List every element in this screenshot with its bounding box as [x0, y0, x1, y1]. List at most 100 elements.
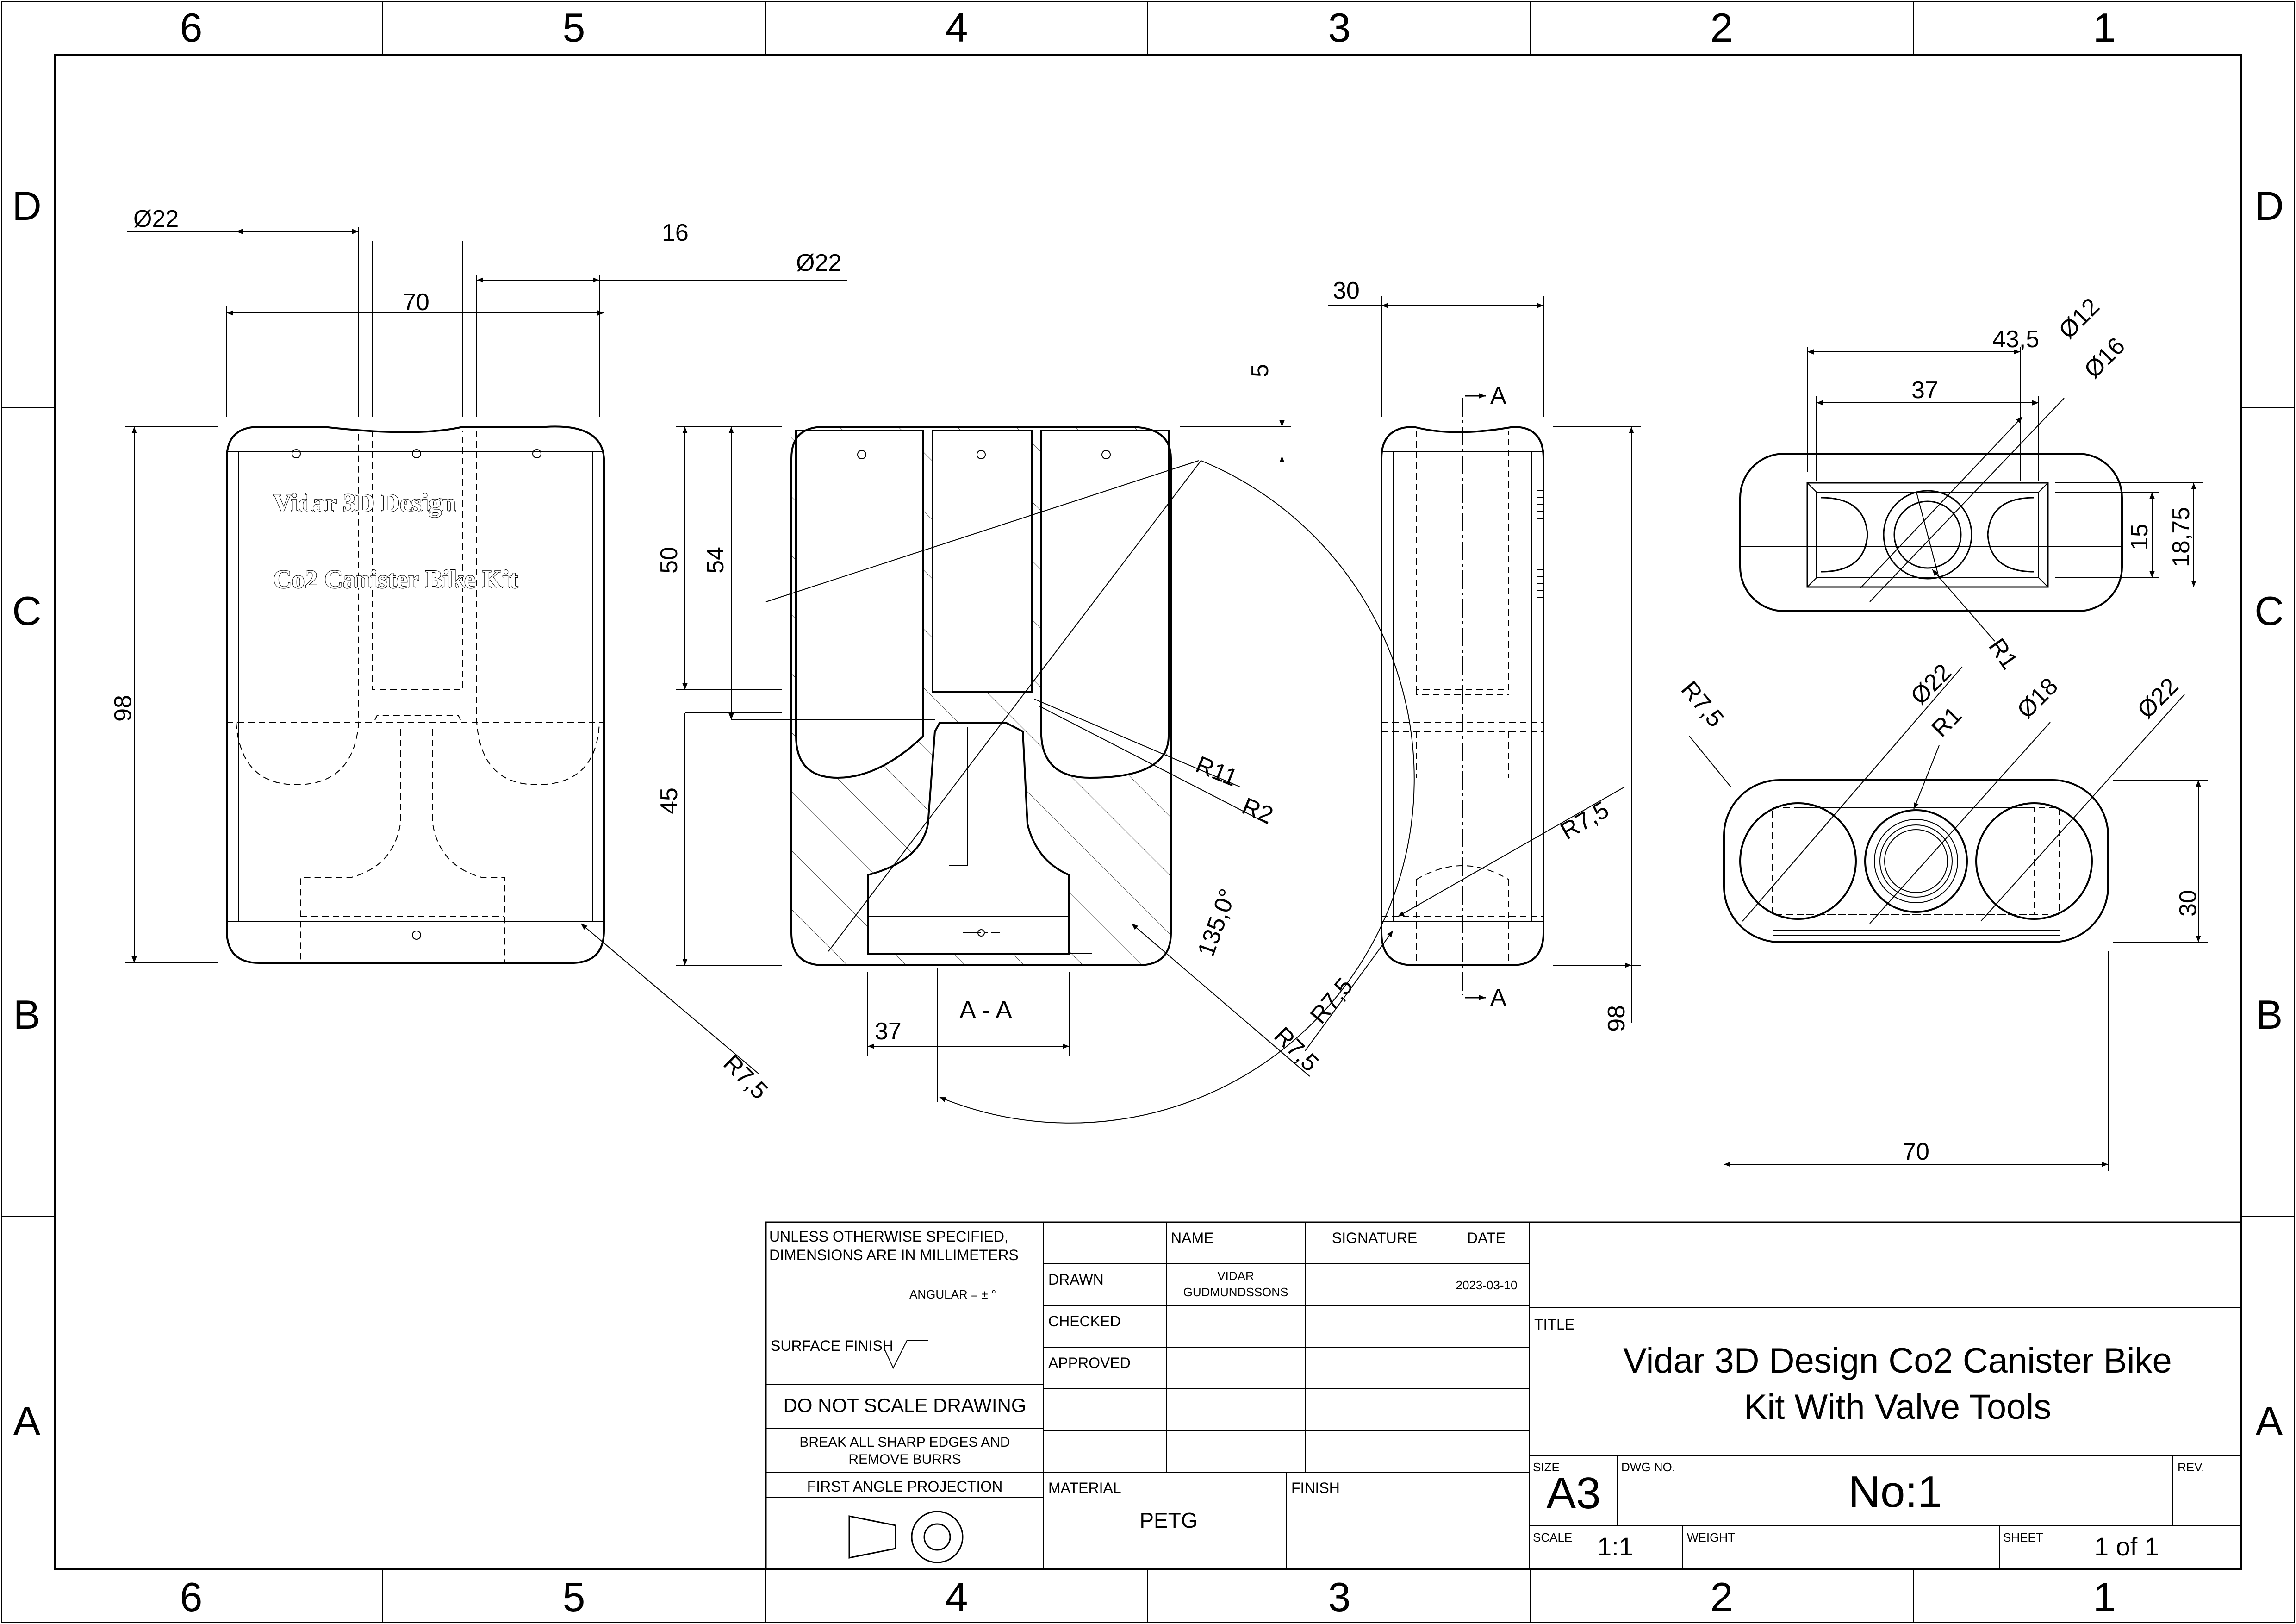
scale-label: SCALE: [1533, 1530, 1572, 1544]
dim-dia22-bottom-a: Ø22: [1905, 659, 1957, 710]
row-label-right: A: [2256, 1398, 2283, 1444]
projection-label: FIRST ANGLE PROJECTION: [807, 1478, 1003, 1495]
break-edges-2: REMOVE BURRS: [848, 1452, 961, 1467]
dim-43-5: 43,5: [1992, 326, 2039, 353]
front-view: Vidar 3D Design Co2 Canister Bike Kit Ø2…: [110, 206, 847, 1105]
drawing-title-line-1: Vidar 3D Design Co2 Canister Bike: [1623, 1341, 2172, 1380]
cut-mark-top: A: [1490, 382, 1506, 409]
col-label-top: 1: [2093, 5, 2116, 50]
surface-finish-label: SURFACE FINISH: [771, 1337, 893, 1354]
spec-line-2: DIMENSIONS ARE IN MILLIMETERS: [769, 1247, 1019, 1263]
dim-r2: R2: [1238, 793, 1277, 829]
section-label: A - A: [959, 996, 1012, 1024]
dim-54: 54: [702, 547, 729, 574]
dim-98-front: 98: [110, 695, 137, 722]
col-label-top: 3: [1328, 5, 1351, 50]
side-view: A A 30 98 R7,5 R7,5: [1305, 277, 1641, 1051]
drawn-name-1: VIDAR: [1217, 1269, 1254, 1283]
dim-30-bottom: 30: [2175, 890, 2202, 917]
dim-45: 45: [656, 787, 683, 814]
row-checked: CHECKED: [1048, 1313, 1120, 1330]
dwg-no-label: DWG NO.: [1621, 1460, 1675, 1474]
section-view: 5 50 54 45 R11 R2 135,0° R7,5 37 A - A: [656, 361, 1415, 1124]
dim-37-section: 37: [875, 1018, 902, 1045]
row-label-right: D: [2254, 183, 2284, 229]
col-label-top: 2: [1711, 5, 1733, 50]
do-not-scale: DO NOT SCALE DRAWING: [783, 1394, 1026, 1416]
col-label-bottom: 5: [563, 1574, 585, 1620]
col-label-top: 5: [563, 5, 585, 50]
dim-dia18: Ø18: [2012, 673, 2063, 724]
material-value: PETG: [1139, 1508, 1197, 1532]
drawn-date: 2023-03-10: [1456, 1278, 1518, 1292]
dim-70-front: 70: [403, 289, 429, 316]
dim-r1-top: R1: [1983, 634, 2023, 675]
dim-98-side: 98: [1603, 1005, 1630, 1032]
row-label-left: A: [13, 1398, 41, 1444]
dim-70-bottom: 70: [1903, 1138, 1929, 1165]
size-label: SIZE: [1533, 1460, 1560, 1474]
spec-line-1: UNLESS OTHERWISE SPECIFIED,: [769, 1228, 1008, 1245]
dim-dia22-bottom-b: Ø22: [2132, 673, 2184, 724]
col-label-bottom: 2: [1711, 1574, 1733, 1620]
row-drawn: DRAWN: [1048, 1271, 1104, 1288]
header-name: NAME: [1171, 1230, 1213, 1246]
dim-r7-5-side-a: R7,5: [1556, 796, 1613, 845]
engraving-line-2: Co2 Canister Bike Kit: [273, 565, 518, 594]
break-edges-1: BREAK ALL SHARP EDGES AND: [799, 1435, 1010, 1450]
size-value: A3: [1546, 1468, 1600, 1518]
col-label-bottom: 3: [1328, 1574, 1351, 1620]
projection-symbol: [848, 1511, 970, 1563]
dim-50: 50: [656, 547, 683, 574]
row-label-right: C: [2254, 588, 2284, 634]
dim-r1-bottom: R1: [1926, 701, 1967, 742]
angular-tolerance: ANGULAR = ± °: [909, 1287, 996, 1301]
title-label: TITLE: [1534, 1316, 1574, 1333]
dim-r7-5-side-b: R7,5: [1305, 973, 1358, 1029]
col-label-top: 4: [946, 5, 968, 50]
dim-dia22-right: Ø22: [796, 250, 841, 276]
dim-dia22-left: Ø22: [133, 206, 179, 232]
weight-label: WEIGHT: [1687, 1530, 1735, 1544]
title-block: UNLESS OTHERWISE SPECIFIED, DIMENSIONS A…: [765, 1221, 2242, 1570]
dim-15: 15: [2126, 524, 2153, 550]
dim-5: 5: [1247, 364, 1274, 377]
row-approved: APPROVED: [1048, 1355, 1131, 1371]
dim-18-75: 18,75: [2168, 507, 2195, 567]
cut-mark-bottom: A: [1490, 984, 1506, 1011]
surface-finish-symbol: [884, 1340, 928, 1369]
row-label-right: B: [2256, 992, 2283, 1037]
row-label-left: B: [13, 992, 41, 1037]
dim-r7-5-front: R7,5: [718, 1049, 773, 1105]
top-view: 43,5 Ø12 Ø16 37 15 18,75 R1: [1739, 293, 2203, 675]
header-signature: SIGNATURE: [1332, 1230, 1417, 1246]
sheet-label: SHEET: [2003, 1530, 2043, 1544]
dim-r11: R11: [1192, 751, 1242, 792]
drawn-name-2: GUDMUNDSSONS: [1183, 1285, 1288, 1299]
material-label: MATERIAL: [1048, 1480, 1121, 1496]
dim-dia12: Ø12: [2053, 293, 2105, 344]
sheet-value: 1 of 1: [2094, 1532, 2159, 1561]
dim-r7-5-bottom: R7,5: [1676, 676, 1729, 732]
dwg-no-value: No:1: [1848, 1467, 1942, 1517]
finish-label: FINISH: [1291, 1480, 1340, 1496]
dim-angle-135: 135,0°: [1193, 885, 1242, 960]
col-label-top: 6: [180, 5, 203, 50]
engraving-line-1: Vidar 3D Design: [273, 489, 456, 518]
row-label-left: D: [12, 183, 42, 229]
scale-value: 1:1: [1597, 1532, 1633, 1561]
col-label-bottom: 4: [946, 1574, 968, 1620]
col-label-bottom: 1: [2093, 1574, 2116, 1620]
row-label-left: C: [12, 588, 42, 634]
rev-label: REV.: [2178, 1460, 2204, 1474]
dim-r7-5-section: R7,5: [1269, 1022, 1324, 1077]
col-label-bottom: 6: [180, 1574, 203, 1620]
drawing-title-line-2: Kit With Valve Tools: [1744, 1387, 2052, 1427]
dim-16: 16: [662, 219, 689, 246]
dim-30-side: 30: [1333, 277, 1360, 304]
header-date: DATE: [1467, 1230, 1506, 1246]
dim-dia16: Ø16: [2079, 332, 2130, 384]
bottom-view: R7,5 Ø22 R1 Ø18 Ø22 30 70: [1676, 659, 2208, 1171]
